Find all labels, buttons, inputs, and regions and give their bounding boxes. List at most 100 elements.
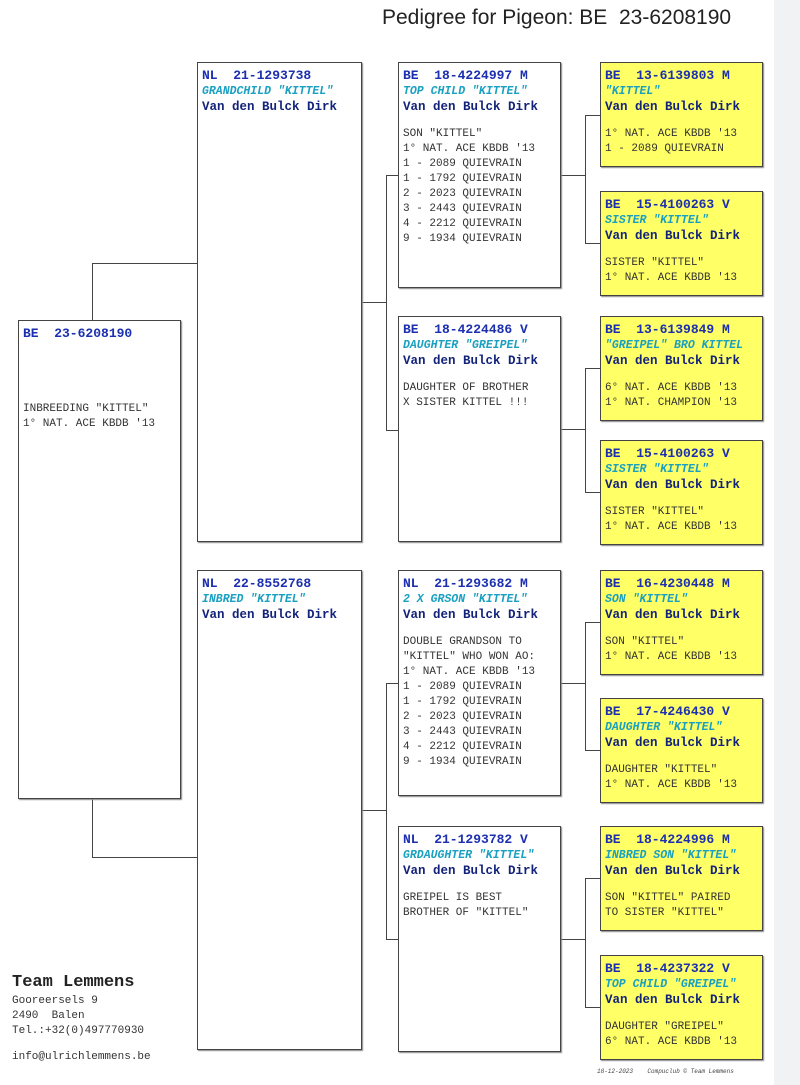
pigeon-card-gen2[interactable]: BE 18-4224997 M TOP CHILD "KITTEL" Van den… <box>398 62 561 288</box>
connector <box>585 115 586 243</box>
connector <box>386 175 398 176</box>
connector <box>585 878 586 1007</box>
notes: SISTER "KITTEL" 1° NAT. ACE KBDB '13 <box>605 257 738 284</box>
connector <box>92 263 93 320</box>
nickname: SON "KITTEL" <box>605 593 688 606</box>
notes: SON "KITTEL" 1° NAT. ACE KBDB '13 1 - 20… <box>403 128 536 245</box>
notes: SISTER "KITTEL" 1° NAT. ACE KBDB '13 <box>605 506 738 533</box>
ring-number: BE 18-4224997 M <box>403 68 528 83</box>
email-link[interactable]: info@ulrichlemmens.be <box>12 1051 151 1063</box>
nickname: TOP CHILD "GREIPEL" <box>605 978 737 991</box>
owner-name: Van den Bulck Dirk <box>403 354 539 368</box>
ring-number: BE 18-4237322 V <box>605 961 730 976</box>
scrollbar-gutter <box>774 0 800 1085</box>
nickname: GRANDCHILD "KITTEL" <box>202 85 334 98</box>
pigeon-card-gen3[interactable]: BE 17-4246430 V DAUGHTER "KITTEL" Van den … <box>600 698 763 803</box>
owner-name: Van den Bulck Dirk <box>605 229 741 243</box>
owner-name: Van den Bulck Dirk <box>605 100 741 114</box>
nickname: INBRED SON "KITTEL" <box>605 849 737 862</box>
connector <box>561 175 585 176</box>
ring-number: BE 13-6139849 M <box>605 322 730 337</box>
ring-number: BE 15-4100263 V <box>605 197 730 212</box>
ring-number: BE 23-6208190 <box>23 326 133 341</box>
nickname: TOP CHILD "KITTEL" <box>403 85 528 98</box>
notes: SON "KITTEL" PAIRED TO SISTER "KITTEL" <box>605 892 731 919</box>
ring-number: BE 16-4230448 M <box>605 576 730 591</box>
pigeon-card-gen3[interactable]: BE 13-6139849 M "GREIPEL" BRO KITTEL Van d… <box>600 316 763 421</box>
notes: DAUGHTER "GREIPEL" 6° NAT. ACE KBDB '13 <box>605 1021 738 1048</box>
pigeon-card-gen3[interactable]: BE 15-4100263 V SISTER "KITTEL" Van den Bu… <box>600 440 763 545</box>
connector <box>585 115 600 116</box>
owner-name: Van den Bulck Dirk <box>605 608 741 622</box>
notes: GREIPEL IS BEST BROTHER OF "KITTEL" <box>403 892 529 919</box>
connector <box>585 878 600 879</box>
notes: SON "KITTEL" 1° NAT. ACE KBDB '13 <box>605 636 738 663</box>
ring-number: BE 15-4100263 V <box>605 446 730 461</box>
pigeon-card-gen3[interactable]: BE 18-4237322 V TOP CHILD "GREIPEL" Van de… <box>600 955 763 1060</box>
street: Gooreersels 9 <box>12 995 98 1007</box>
owner-name: Van den Bulck Dirk <box>403 608 539 622</box>
nickname: DAUGHTER "KITTEL" <box>605 721 723 734</box>
connector <box>585 622 586 750</box>
owner-name: Van den Bulck Dirk <box>605 993 741 1007</box>
connector <box>561 939 585 940</box>
breeder-info: Team Lemmens Gooreersels 9 2490 Balen Te… <box>12 972 151 1063</box>
connector <box>561 429 585 430</box>
owner-name: Van den Bulck Dirk <box>605 864 741 878</box>
connector <box>386 683 398 684</box>
connector <box>386 939 398 940</box>
connector <box>585 1007 600 1008</box>
nickname: 2 X GRSON "KITTEL" <box>403 593 528 606</box>
connector <box>585 750 600 751</box>
notes: 6° NAT. ACE KBDB '13 1° NAT. CHAMPION '1… <box>605 382 738 409</box>
ring-number: NL 22-8552768 <box>202 576 312 591</box>
connector <box>386 175 387 430</box>
connector <box>92 263 197 264</box>
owner-name: Van den Bulck Dirk <box>202 608 338 622</box>
pigeon-card-gen3[interactable]: BE 16-4230448 M SON "KITTEL" Van den Bulck… <box>600 570 763 675</box>
pigeon-card-root[interactable]: BE 23-6208190 INBREEDING "KITTEL" 1° NAT… <box>18 320 181 799</box>
nickname: GRDAUGHTER "KITTEL" <box>403 849 535 862</box>
connector <box>585 622 600 623</box>
owner-name: Van den Bulck Dirk <box>403 100 539 114</box>
owner-name: Van den Bulck Dirk <box>605 478 741 492</box>
owner-name: Van den Bulck Dirk <box>605 354 741 368</box>
pigeon-card-gen3[interactable]: BE 13-6139803 M "KITTEL" Van den Bulck Dir… <box>600 62 763 167</box>
pigeon-card-gen2[interactable]: NL 21-1293682 M 2 X GRSON "KITTEL" Van den… <box>398 570 561 796</box>
page-title: Pedigree for Pigeon: BE 23-6208190 <box>382 6 732 29</box>
notes: DAUGHTER OF BROTHER X SISTER KITTEL !!! <box>403 382 529 409</box>
pigeon-card-gen3[interactable]: BE 18-4224996 M INBRED SON "KITTEL" Van de… <box>600 826 763 931</box>
connector <box>585 492 600 493</box>
ring-number: NL 21-1293782 V <box>403 832 528 847</box>
notes: 1° NAT. ACE KBDB '13 1 - 2089 QUIEVRAIN <box>605 128 738 155</box>
ring-number: NL 21-1293738 <box>202 68 312 83</box>
connector <box>92 857 197 858</box>
connector <box>386 683 387 939</box>
connector <box>585 368 586 492</box>
ring-number: NL 21-1293682 M <box>403 576 528 591</box>
connector <box>362 302 386 303</box>
nickname: "GREIPEL" BRO KITTEL <box>605 339 744 352</box>
ring-number: BE 18-4224996 M <box>605 832 730 847</box>
nickname: "KITTEL" <box>605 85 661 98</box>
notes: DAUGHTER "KITTEL" 1° NAT. ACE KBDB '13 <box>605 764 738 791</box>
team-name: Team Lemmens <box>12 973 135 992</box>
connector <box>362 810 386 811</box>
phone: Tel.:+32(0)497770930 <box>12 1025 145 1037</box>
connector <box>561 683 585 684</box>
owner-name: Van den Bulck Dirk <box>403 864 539 878</box>
nickname: SISTER "KITTEL" <box>605 463 709 476</box>
nickname: DAUGHTER "GREIPEL" <box>403 339 528 352</box>
pigeon-card-gen2[interactable]: NL 21-1293782 V GRDAUGHTER "KITTEL" Van de… <box>398 826 561 1052</box>
ring-number: BE 13-6139803 M <box>605 68 730 83</box>
notes: INBREEDING "KITTEL" 1° NAT. ACE KBDB '13 <box>23 403 156 430</box>
print-stamp: 18-12-2023 Compuclub © Team Lemmens <box>597 1068 734 1075</box>
ring-number: BE 17-4246430 V <box>605 704 730 719</box>
owner-name: Van den Bulck Dirk <box>605 736 741 750</box>
connector <box>585 368 600 369</box>
